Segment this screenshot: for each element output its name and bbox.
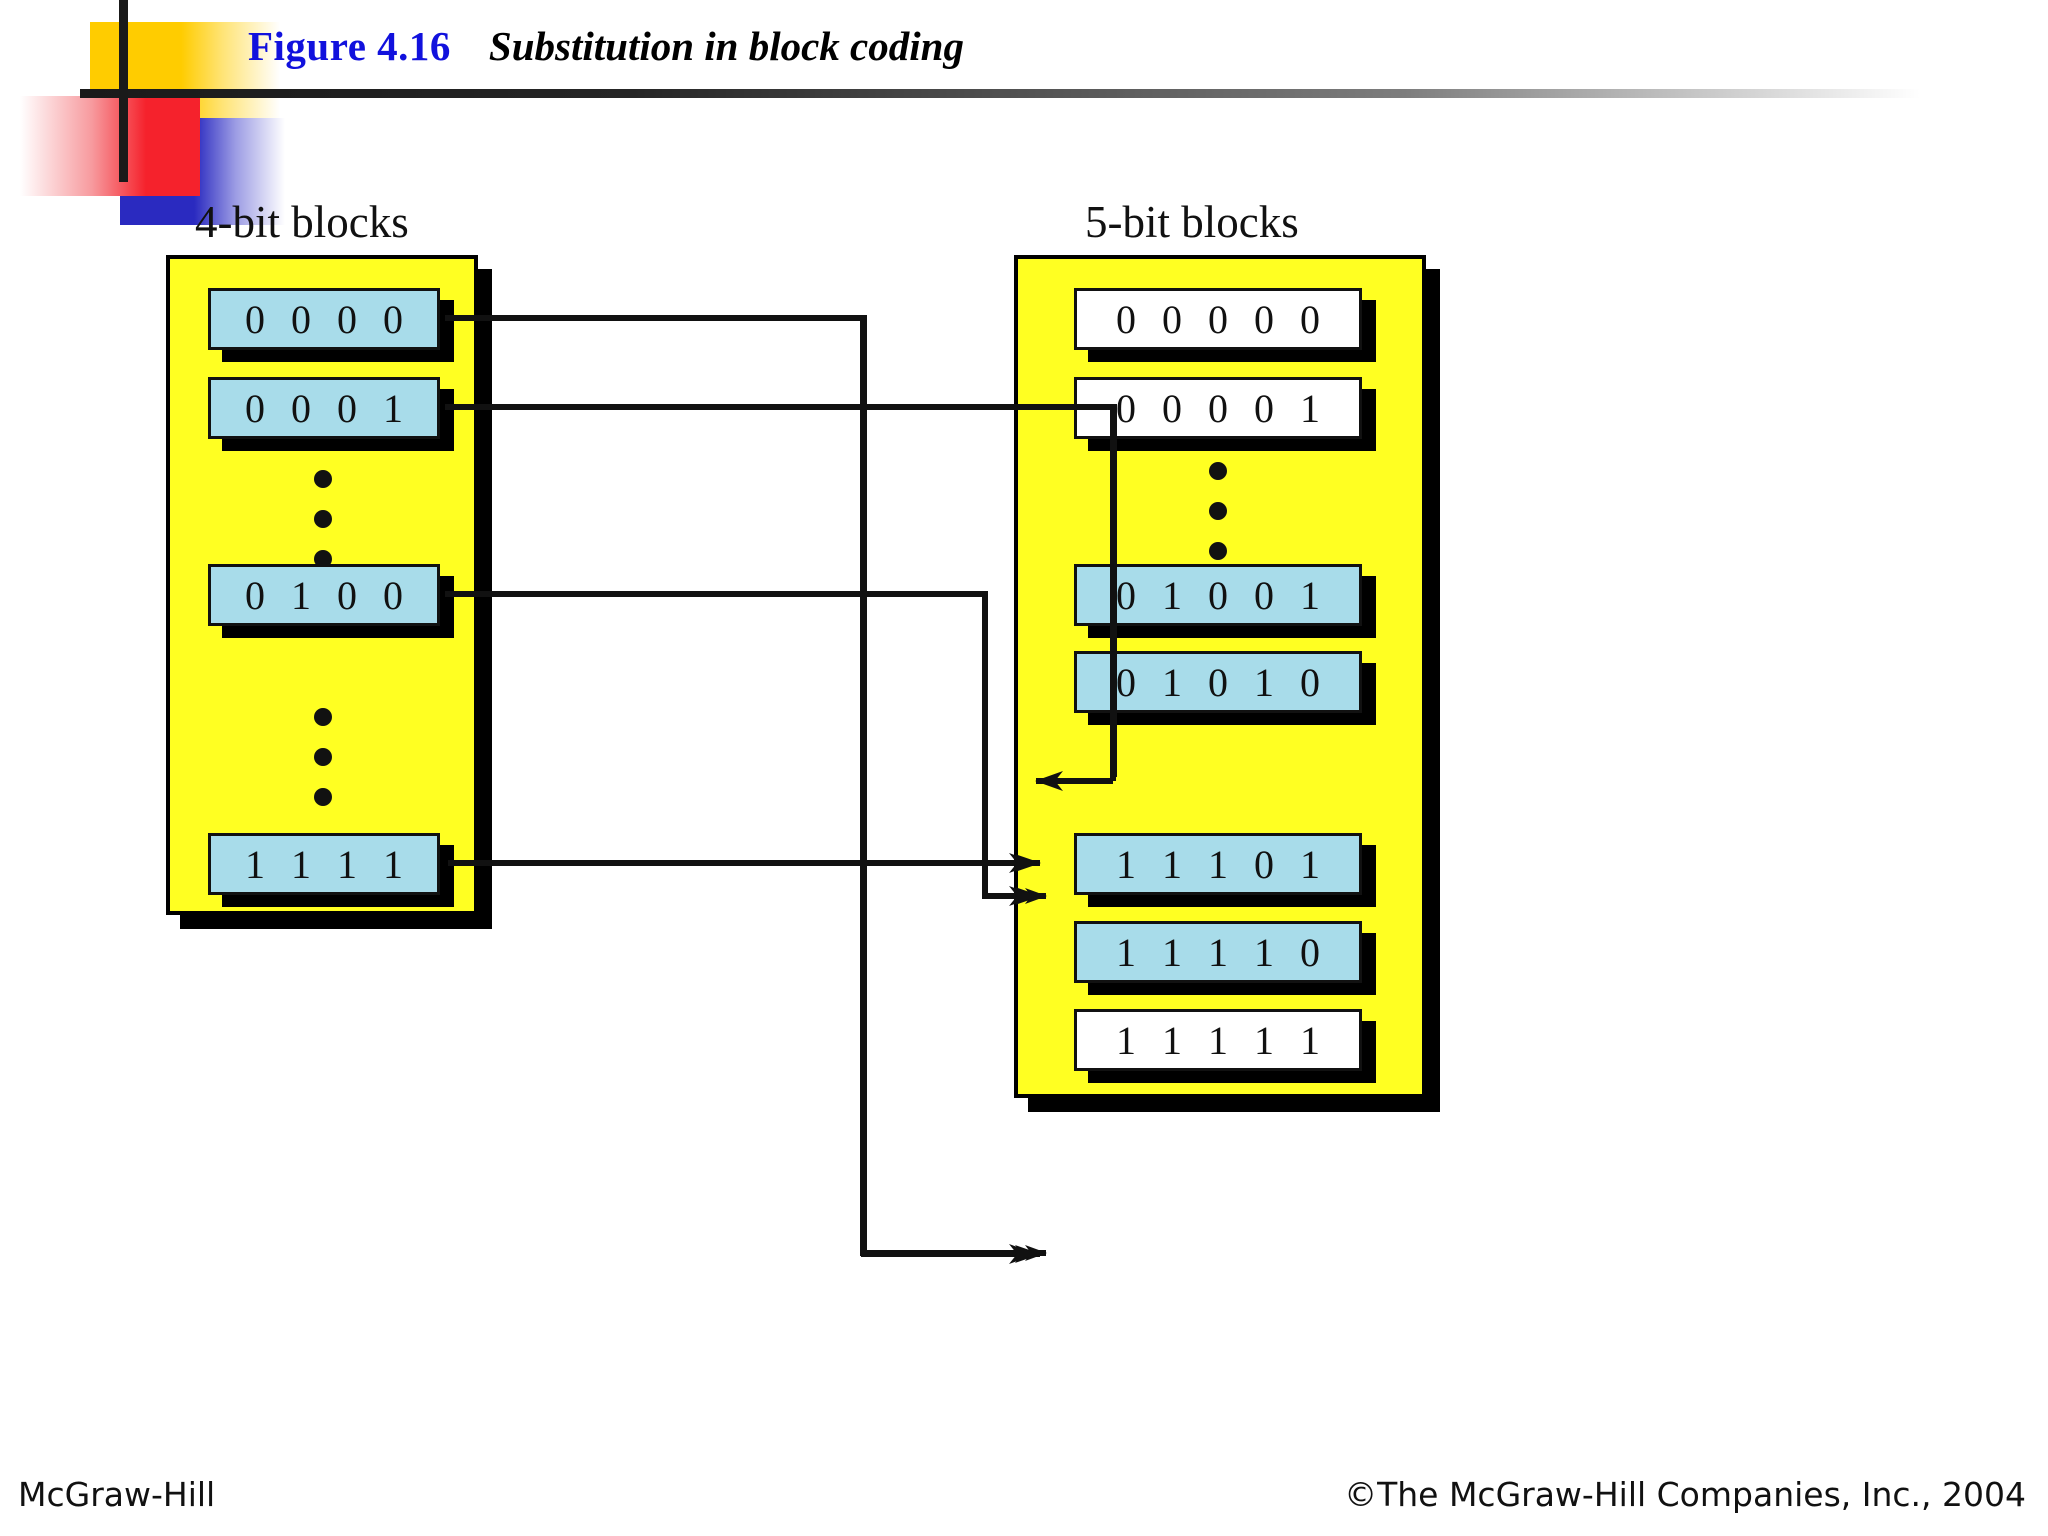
wire-0000 [448, 315, 1037, 1264]
right-block-5[interactable]: 1 1 1 1 0 [1074, 921, 1362, 983]
right-ellipsis [1209, 462, 1227, 582]
deco-red-square [20, 96, 200, 196]
left-block-1[interactable]: 0 0 0 1 [208, 377, 440, 439]
wire-0000-to-11110 [445, 315, 1047, 1261]
wire-from-0000 [448, 315, 1041, 1263]
deco-vertical-rule [119, 0, 128, 182]
deco-horizontal-rule [80, 89, 1920, 98]
figure-number: Figure 4.16 [248, 23, 451, 69]
wire-0100-to-01010 [445, 591, 1047, 904]
left-block-3[interactable]: 1 1 1 1 [208, 833, 440, 895]
page-title: Figure 4.16 Substitution in block coding [248, 22, 964, 70]
figure-caption: Substitution in block coding [488, 23, 964, 69]
wire-0100 [448, 591, 1037, 906]
footer-left-text: McGraw-Hill [18, 1475, 216, 1514]
left-ellipsis-top [314, 470, 332, 590]
header-decoration [0, 0, 2048, 250]
right-block-4[interactable]: 1 1 1 0 1 [1074, 833, 1362, 895]
right-block-1[interactable]: 0 0 0 0 1 [1074, 377, 1362, 439]
left-column-caption: 4-bit blocks [195, 197, 409, 247]
left-block-2[interactable]: 0 1 0 0 [208, 564, 440, 626]
right-column-caption: 5-bit blocks [1085, 197, 1299, 247]
left-ellipsis-bottom [314, 708, 332, 828]
right-block-6[interactable]: 1 1 1 1 1 [1074, 1009, 1362, 1071]
right-block-2[interactable]: 0 1 0 0 1 [1074, 564, 1362, 626]
right-block-3[interactable]: 0 1 0 1 0 [1074, 651, 1362, 713]
right-block-0[interactable]: 0 0 0 0 0 [1074, 288, 1362, 350]
wire-from-0100 [448, 591, 1041, 905]
footer-right-text: ©The McGraw-Hill Companies, Inc., 2004 [1344, 1475, 2026, 1514]
left-block-0[interactable]: 0 0 0 0 [208, 288, 440, 350]
